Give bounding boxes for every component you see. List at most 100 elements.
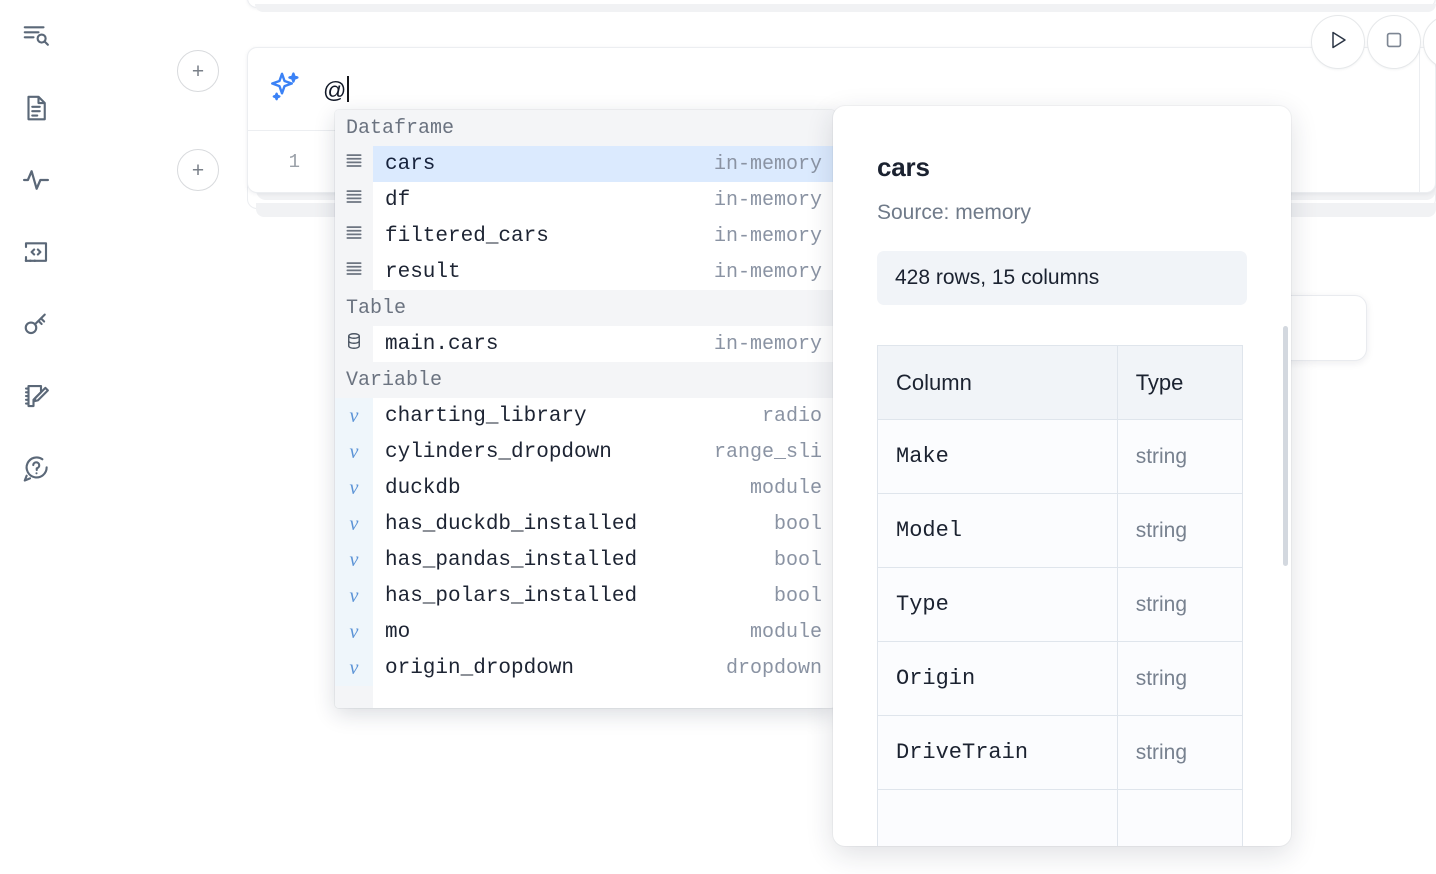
schema-column-type: string [1116,419,1244,494]
detail-scrollbar[interactable] [1283,326,1288,566]
autocomplete-item-icon [335,146,373,182]
schema-column-header: Column [877,345,1118,420]
autocomplete-item-label: cars [385,152,436,176]
autocomplete-item-icon [335,254,373,290]
autocomplete-item-label: result [385,260,461,284]
autocomplete-item-icon [335,182,373,218]
autocomplete-item-type: in-memory [713,188,822,212]
autocomplete-item[interactable]: v has_polars_installed bool [335,578,835,614]
autocomplete-item-type: bool [773,584,822,608]
detail-shape-badge: 428 rows, 15 columns [877,251,1247,305]
autocomplete-item-label: duckdb [385,476,461,500]
autocomplete-item-icon [335,218,373,254]
editor-gutter-row: 1 [248,131,1173,192]
stop-cell-button[interactable] [1367,15,1421,69]
variable-icon: v [349,440,359,463]
add-cell-button-above[interactable]: + [177,50,219,92]
autocomplete-item-type: bool [773,548,822,572]
schema-column-type: string [1116,715,1244,790]
run-cell-button[interactable] [1311,15,1365,69]
sidebar-item-files[interactable] [14,86,58,130]
add-cell-button-below[interactable]: + [177,149,219,191]
autocomplete-item-label: cylinders_dropdown [385,440,612,464]
autocomplete-item-type: radio [761,404,822,428]
autocomplete-item-icon: v [335,470,373,506]
autocomplete-item-icon: v [335,614,373,650]
variable-icon: v [349,476,359,499]
sidebar-item-secrets[interactable] [14,302,58,346]
dataframe-rows-icon [344,259,364,286]
autocomplete-item[interactable]: result in-memory [335,254,835,290]
detail-source: Source: memory [877,201,1032,224]
cell-divider [1419,48,1420,192]
ai-prompt-input[interactable]: @ [323,76,347,103]
autocomplete-item[interactable]: v mo module [335,614,835,650]
autocomplete-item[interactable]: v duckdb module [335,470,835,506]
previous-cell-shadow [255,4,1436,12]
autocomplete-item[interactable]: v has_pandas_installed bool [335,542,835,578]
schema-column-name: Make [877,419,1118,494]
schema-column-name: Type [877,567,1118,642]
autocomplete-item-icon: v [335,506,373,542]
autocomplete-item-icon: v [335,434,373,470]
autocomplete-item-type: in-memory [713,260,822,284]
dataframe-rows-icon [344,223,364,250]
variable-icon: v [349,656,359,679]
variable-icon: v [349,620,359,643]
autocomplete-item-type: module [749,476,822,500]
code-snippet-icon [21,237,51,267]
autocomplete-item-icon: v [335,578,373,614]
autocomplete-item-icon: v [335,398,373,434]
autocomplete-item-label: filtered_cars [385,224,549,248]
schema-table-header-row: Column Type [877,345,1244,420]
autocomplete-item-label: df [385,188,411,212]
sidebar-rail [0,0,72,874]
autocomplete-item-type: module [749,620,822,644]
variable-icon: v [349,584,359,607]
schema-column-name [877,789,1118,846]
autocomplete-item-label: has_polars_installed [385,584,638,608]
line-number: 1 [288,151,300,173]
help-chat-icon [21,453,51,483]
autocomplete-item-label: has_pandas_installed [385,548,638,572]
schema-column-type [1116,789,1244,846]
play-triangle-icon [1326,28,1350,57]
key-secrets-icon [21,309,51,339]
autocomplete-item[interactable]: df in-memory [335,182,835,218]
autocomplete-group-header: Variable [335,362,835,398]
sidebar-item-variables[interactable] [14,158,58,202]
sparkle-ai-icon [267,69,303,110]
autocomplete-item-type: dropdown [725,656,822,680]
sidebar-item-snippets[interactable] [14,230,58,274]
autocomplete-group-header: Dataframe [335,110,835,146]
schema-column-type: string [1116,567,1244,642]
schema-type-header: Type [1116,345,1244,420]
text-caret [347,76,350,102]
variable-icon: v [349,404,359,427]
file-document-icon [21,93,51,123]
sidebar-item-outline[interactable] [14,14,58,58]
stop-square-icon [1383,29,1405,56]
sidebar-item-help[interactable] [14,446,58,490]
autocomplete-item-label: has_duckdb_installed [385,512,638,536]
autocomplete-item-label: mo [385,620,411,644]
notebook-edit-icon [21,381,51,411]
variable-icon: v [349,548,359,571]
sidebar-item-scratchpad[interactable] [14,374,58,418]
schema-column-name: Origin [877,641,1118,716]
